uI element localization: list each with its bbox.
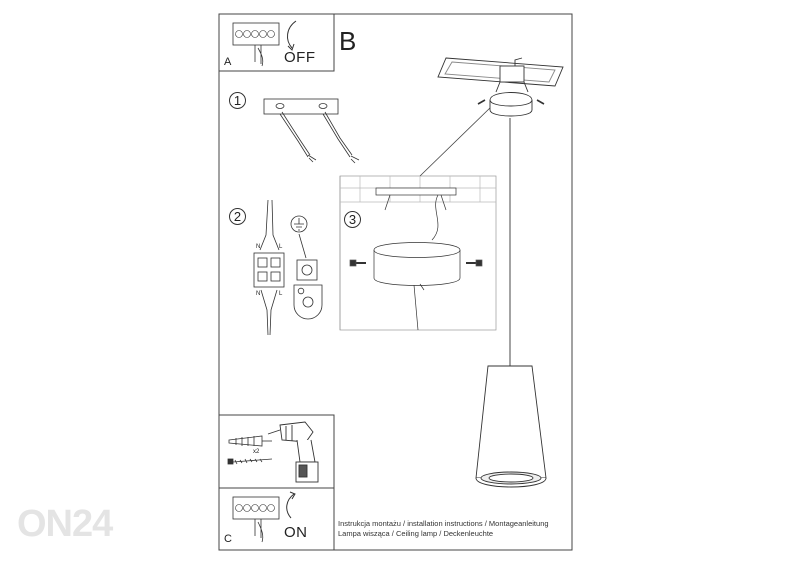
terminal-n-bottom: N — [256, 291, 261, 297]
drill-icon — [267, 421, 319, 483]
callout-line — [419, 105, 493, 177]
watermark-logo: ON24 — [17, 503, 113, 545]
ground-symbol-icon — [290, 215, 308, 233]
caption-line-2: Lampa wisząca / Ceiling lamp / Deckenleu… — [338, 529, 494, 538]
dowel-icon — [228, 435, 272, 447]
pendant-lamp-icon — [437, 57, 564, 488]
screw-icon — [227, 458, 273, 465]
step-1-mounting — [263, 98, 360, 164]
sheet-frame — [218, 13, 573, 551]
switch-off-icon — [232, 20, 297, 67]
step-3-detail — [339, 175, 497, 331]
panel-a — [218, 13, 335, 72]
caption-line-1: Instrukcja montażu / installation instru… — [338, 519, 549, 528]
panel-c-letter: C — [224, 533, 232, 545]
switch-on-icon — [232, 491, 296, 543]
terminal-l-top: L — [279, 244, 283, 250]
on-label: ON — [284, 524, 308, 541]
panel-c — [218, 487, 335, 551]
panel-a-letter: A — [224, 56, 232, 68]
dowel-count: x2 — [253, 449, 260, 455]
terminal-l-bottom: L — [279, 291, 283, 297]
step-3-number: 3 — [344, 211, 361, 228]
step-1-number: 1 — [229, 92, 246, 109]
terminal-n-top: N — [256, 244, 261, 250]
off-label: OFF — [284, 49, 316, 66]
tools-panel — [218, 414, 335, 489]
panel-b-letter: B — [339, 26, 357, 56]
step-2-wiring — [253, 199, 323, 336]
step-2-number: 2 — [229, 208, 246, 225]
